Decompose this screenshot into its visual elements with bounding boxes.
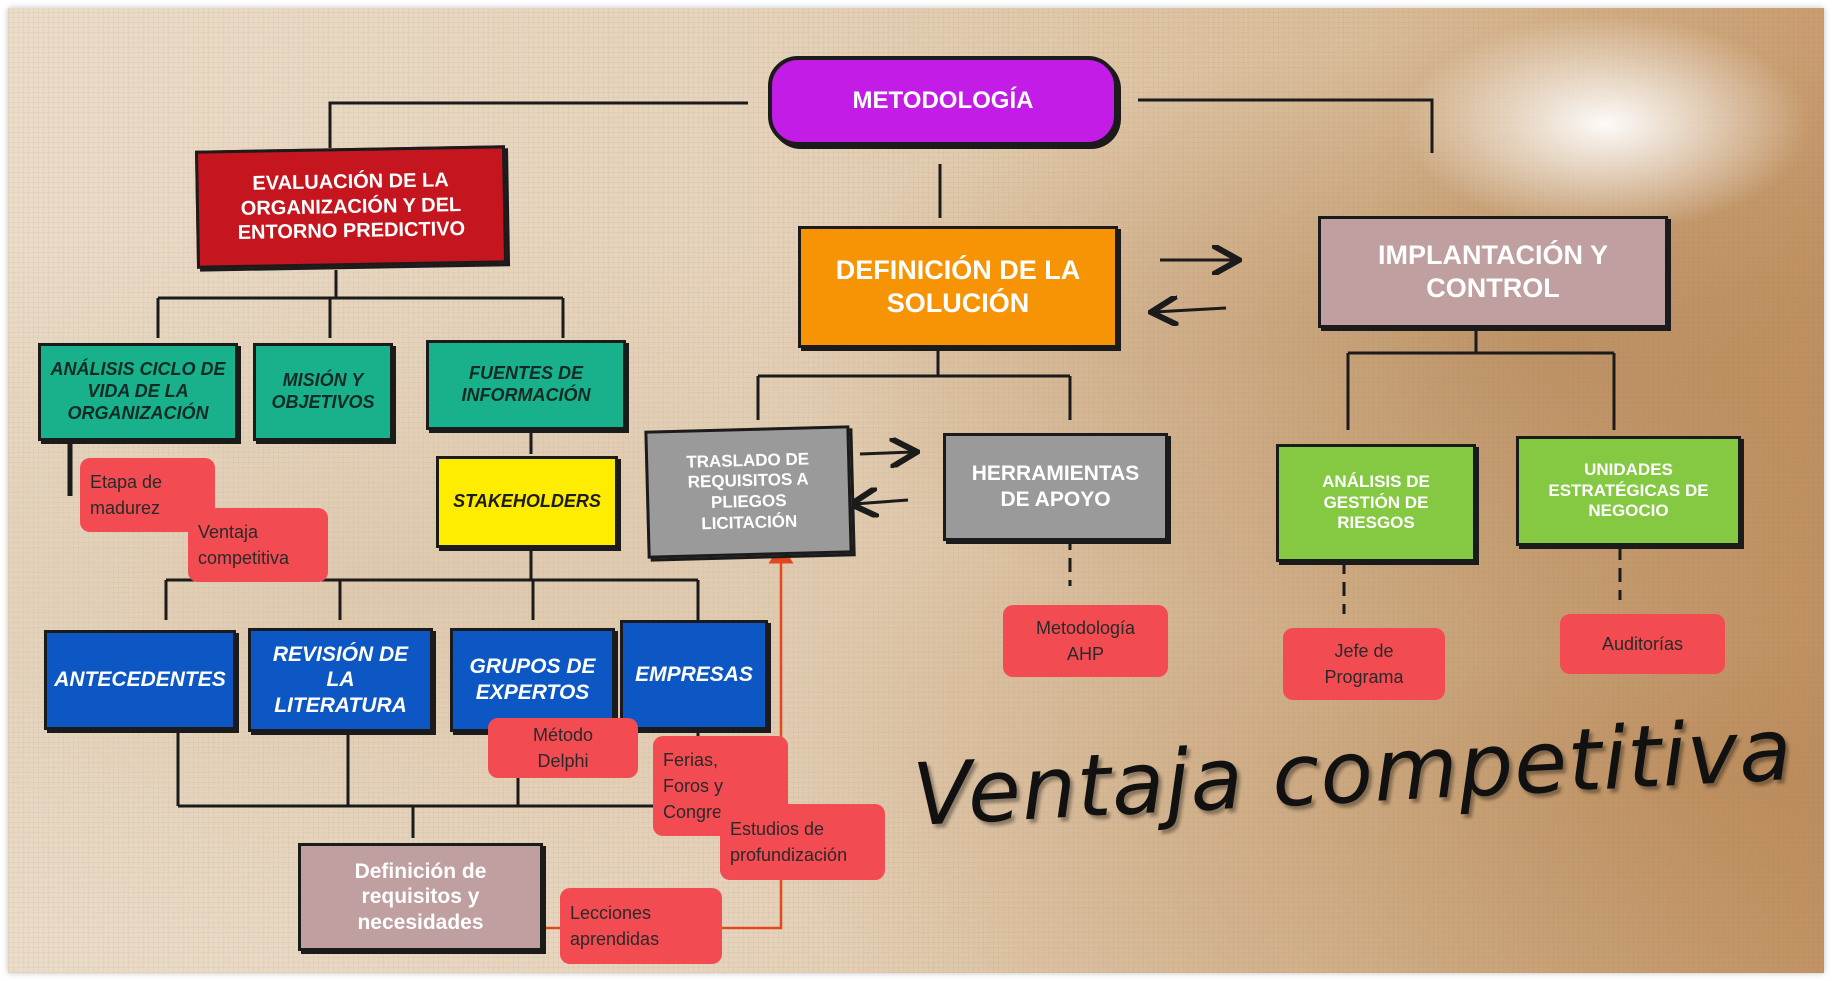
ventaja-nota-line: Ventaja [198,521,259,542]
riesgos-line: GESTIÓN DE [1323,492,1429,512]
node-stakeholders[interactable]: STAKEHOLDERS [436,456,618,548]
node-mision-objetivos[interactable]: MISIÓN Y OBJETIVOS [253,343,393,441]
herramientas-line: HERRAMIENTAS [971,462,1140,486]
analisis-line: ORGANIZACIÓN [67,402,209,423]
unidades-line: UNIDADES [1584,459,1673,479]
revision-line: REVISIÓN DE [272,642,409,666]
node-antecedentes[interactable]: ANTECEDENTES [44,630,236,730]
arrow-herramientas-to-traslado [854,500,909,504]
etapa-line: madurez [90,498,161,518]
requisitos-line: Definición de [354,859,487,883]
lecciones-line: Lecciones [570,902,652,923]
fuentes-line: INFORMACIÓN [461,385,591,405]
requisitos-line: necesidades [357,910,484,934]
arrow-implantacion-to-definicion [1154,308,1227,312]
node-analisis-ciclo[interactable]: ANÁLISIS CICLO DE VIDA DE LA ORGANIZACIÓ… [38,343,238,441]
evaluacion-line: EVALUACIÓN DE LA [252,169,449,196]
link-root-evaluacion [328,101,748,148]
node-definicion-solucion[interactable]: DEFINICIÓN DE LA SOLUCIÓN [798,226,1118,348]
note-estudios-profundizacion[interactable]: Estudios de profundización [720,804,885,880]
revision-line: LITERATURA [274,693,407,717]
definicion-line: DEFINICIÓN DE LA [835,255,1081,286]
ferias-line: Ferias, [663,749,719,770]
concept-map: METODOLOGÍA EVALUACIÓN DE LA ORGANIZACIÓ… [8,8,1824,973]
ahp-line: AHP [1066,644,1104,664]
herramientas-line: DE APOYO [1000,488,1111,511]
riesgos-line: ANÁLISIS DE [1322,471,1430,491]
implantacion-line: IMPLANTACIÓN Y [1377,240,1608,271]
grupos-line: EXPERTOS [475,681,590,704]
link-evaluacion-children [156,270,565,338]
empresas-label: EMPRESAS [635,663,753,687]
node-definicion-requisitos[interactable]: Definición de requisitos y necesidades [298,843,543,951]
node-traslado-requisitos[interactable]: TRASLADO DE REQUISITOS A PLIEGOS LICITAC… [644,425,853,559]
revision-line: LA [326,668,355,692]
node-revision-literatura[interactable]: REVISIÓN DE LA LITERATURA [248,628,433,732]
node-fuentes-informacion[interactable]: FUENTES DE INFORMACIÓN [426,340,626,430]
note-metodologia-ahp[interactable]: Metodología AHP [1003,605,1168,677]
mision-line: OBJETIVOS [271,392,375,412]
delphi-line: Método [532,724,594,745]
ventaja-nota-line: competitiva [198,548,290,568]
node-metodologia-label: METODOLOGÍA [852,87,1034,115]
jefe-line: Jefe de [1334,640,1394,661]
mision-line: MISIÓN Y [282,370,364,391]
estudios-line: profundización [730,845,848,865]
etapa-line: Etapa de [90,471,163,492]
note-metodo-delphi[interactable]: Método Delphi [488,718,638,778]
stakeholders-label: STAKEHOLDERS [453,491,601,512]
traslado-line: REQUISITOS A [687,469,809,492]
ferias-line: Foros y [663,775,724,796]
note-jefe-programa[interactable]: Jefe de Programa [1283,628,1445,700]
link-implantacion-children [1346,320,1616,430]
ahp-line: Metodología [1035,617,1136,638]
note-auditorias[interactable]: Auditorías [1560,614,1725,674]
node-empresas[interactable]: EMPRESAS [620,620,768,730]
jefe-line: Programa [1324,667,1404,687]
lecciones-line: aprendidas [570,929,660,949]
implantacion-line: CONTROL [1426,273,1560,303]
link-root-implantacion [1138,98,1434,153]
grupos-line: GRUPOS DE [469,655,596,679]
evaluacion-line: ENTORNO PREDICTIVO [237,218,466,245]
riesgos-line: RIESGOS [1337,513,1415,533]
antecedentes-label: ANTECEDENTES [54,668,226,692]
analisis-line: VIDA DE LA [87,381,189,402]
node-evaluacion[interactable]: EVALUACIÓN DE LA ORGANIZACIÓN Y DEL ENTO… [194,145,508,269]
requisitos-line: requisitos y [361,885,480,909]
delphi-line: Delphi [537,751,589,771]
unidades-line: ESTRATÉGICAS DE [1548,480,1709,500]
analisis-line: ANÁLISIS CICLO DE [50,359,226,380]
node-analisis-riesgos[interactable]: ANÁLISIS DE GESTIÓN DE RIESGOS [1276,444,1476,562]
node-herramientas-apoyo[interactable]: HERRAMIENTAS DE APOYO [943,433,1168,541]
node-implantacion-control[interactable]: IMPLANTACIÓN Y CONTROL [1318,216,1668,328]
definicion-line: SOLUCIÓN [886,288,1030,318]
traslado-line: LICITACIÓN [701,511,798,533]
auditorias-label: Auditorías [1601,633,1684,654]
unidades-line: NEGOCIO [1588,501,1669,521]
fuentes-line: FUENTES DE [468,363,583,384]
node-grupos-expertos[interactable]: GRUPOS DE EXPERTOS [450,628,615,732]
node-metodologia[interactable]: METODOLOGÍA [768,56,1118,146]
node-unidades-estrategicas[interactable]: UNIDADES ESTRATÉGICAS DE NEGOCIO [1516,436,1741,546]
note-ventaja-competitiva[interactable]: Ventaja competitiva [188,508,328,582]
note-lecciones-aprendidas[interactable]: Lecciones aprendidas [560,888,722,964]
link-definicion-children [756,348,1072,420]
estudios-line: Estudios de [730,818,825,839]
arrow-traslado-to-herramientas [859,452,914,454]
link-stakeholders-children [164,548,700,620]
